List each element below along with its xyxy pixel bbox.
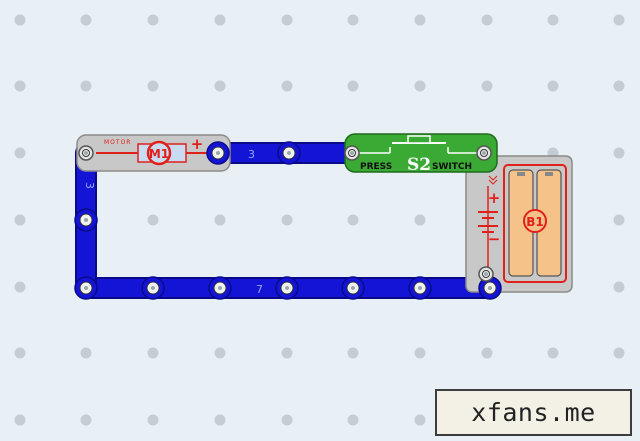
snap-connector: [208, 276, 232, 300]
board-peg: [214, 414, 226, 426]
board-peg: [80, 80, 92, 92]
board-peg: [547, 347, 559, 359]
board-peg: [80, 347, 92, 359]
snap-connector: [275, 276, 299, 300]
board-peg: [414, 80, 426, 92]
board-peg: [613, 14, 625, 26]
board-peg: [414, 347, 426, 359]
snap-connector: [344, 145, 360, 161]
motor-symbol: M1: [149, 147, 169, 161]
board-peg: [281, 80, 293, 92]
board-peg: [147, 214, 159, 226]
board-peg: [214, 347, 226, 359]
board-peg: [214, 80, 226, 92]
board-peg: [347, 214, 359, 226]
snap-connector: [476, 145, 492, 161]
board-peg: [613, 80, 625, 92]
battery-plus-sign: +: [488, 189, 501, 207]
board-peg: [147, 14, 159, 26]
board-peg: [613, 214, 625, 226]
battery-minus-sign: −: [488, 230, 501, 248]
snap-connector: [74, 208, 98, 232]
board-peg: [347, 347, 359, 359]
board-peg: [281, 414, 293, 426]
board-peg: [481, 347, 493, 359]
board-peg: [14, 281, 26, 293]
board-peg: [14, 214, 26, 226]
board-peg: [214, 14, 226, 26]
board-peg: [347, 14, 359, 26]
snap-connector: [478, 276, 502, 300]
board-peg: [14, 414, 26, 426]
watermark-badge: xfans.me: [435, 389, 632, 436]
board-peg: [481, 14, 493, 26]
board-peg: [281, 14, 293, 26]
snap-connector: [277, 141, 301, 165]
snap-connector: [341, 276, 365, 300]
snap-connector: [408, 276, 432, 300]
board-peg: [80, 14, 92, 26]
board-peg: [14, 80, 26, 92]
board-peg: [347, 414, 359, 426]
board-peg: [281, 347, 293, 359]
battery-holder-b1[interactable]: B1 + −: [465, 155, 573, 293]
wire-left-label: 3: [83, 182, 96, 189]
board-peg: [481, 80, 493, 92]
board-peg: [14, 147, 26, 159]
wire-top-label: 3: [248, 148, 255, 161]
board-peg: [14, 14, 26, 26]
board-peg: [414, 14, 426, 26]
battery-symbol: B1: [526, 215, 544, 229]
board-peg: [147, 80, 159, 92]
wire-bottom-label: 7: [256, 283, 263, 296]
board-peg: [80, 414, 92, 426]
board-peg: [14, 347, 26, 359]
board-peg: [414, 414, 426, 426]
motor-m1[interactable]: M1 MOTOR +: [76, 134, 231, 172]
watermark-text: xfans.me: [471, 398, 596, 427]
motor-plus-sign: +: [191, 135, 204, 153]
snap-connector: [206, 141, 230, 165]
snap-connector: [74, 276, 98, 300]
board-peg: [547, 14, 559, 26]
press-switch-s2[interactable]: PRESS S2 SWITCH: [344, 133, 498, 175]
snap-connector: [141, 276, 165, 300]
board-peg: [147, 347, 159, 359]
board-peg: [281, 214, 293, 226]
motor-label: MOTOR: [104, 139, 131, 146]
board-peg: [613, 347, 625, 359]
board-peg: [147, 414, 159, 426]
board-peg: [547, 80, 559, 92]
board-peg: [347, 80, 359, 92]
board-peg: [414, 214, 426, 226]
board-peg: [613, 281, 625, 293]
switch-label-switch: SWITCH: [432, 162, 472, 172]
snap-connector: [78, 145, 94, 161]
switch-label-press: PRESS: [360, 162, 392, 172]
snap-connector: [478, 266, 494, 282]
board-peg: [613, 147, 625, 159]
board-peg: [214, 214, 226, 226]
switch-symbol: S2: [407, 155, 431, 175]
snap-connectors: [74, 141, 502, 300]
battery-arrow-icon: [488, 175, 498, 185]
